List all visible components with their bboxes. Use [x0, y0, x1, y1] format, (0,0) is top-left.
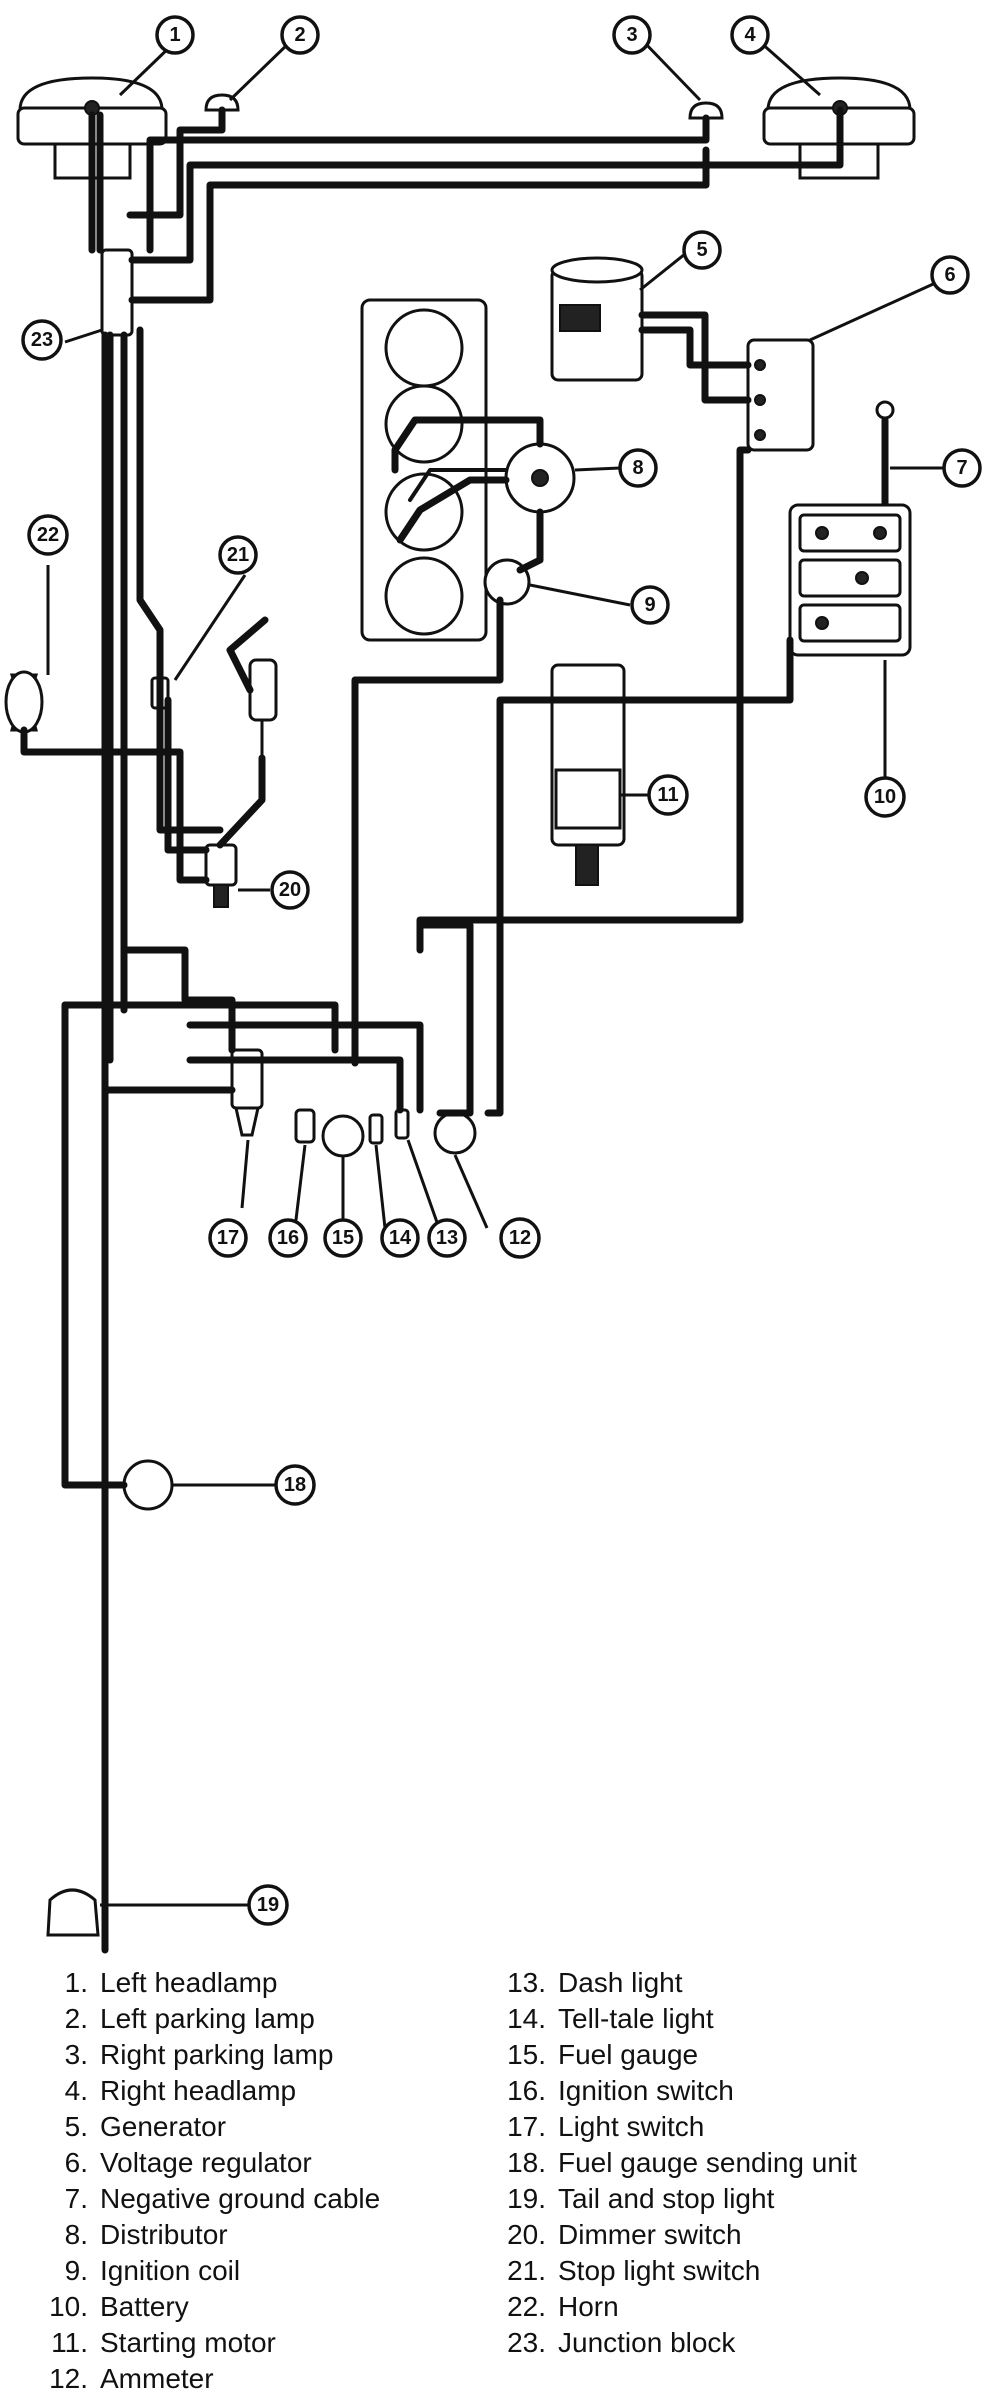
svg-text:15: 15 [332, 1227, 354, 1249]
legend-item: 4.Right headlamp [64, 2075, 297, 2106]
callout-18: 18 [274, 1464, 316, 1506]
legend-item: 2.Left parking lamp [64, 2003, 315, 2034]
legend-item: 10.Battery [49, 2291, 189, 2322]
instrument-panel [360, 298, 488, 642]
dimmer-switch-part [204, 843, 238, 908]
legend-right-column: 13.Dash light 14.Tell-tale light 15.Fuel… [498, 1965, 857, 2361]
legend-item: 22.Horn [507, 2291, 619, 2322]
leader-lines [46, 38, 950, 1907]
legend-item: 19.Tail and stop light [507, 2183, 775, 2214]
svg-text:5: 5 [696, 239, 707, 261]
svg-text:19: 19 [257, 1894, 279, 1916]
legend-item: 8.Distributor [64, 2219, 228, 2250]
tell-tale-light-part [368, 1113, 384, 1145]
callout-11: 11 [647, 774, 689, 816]
svg-text:14: 14 [389, 1227, 412, 1249]
callout-17: 17 [208, 1218, 248, 1258]
battery [788, 503, 912, 657]
svg-text:20: 20 [279, 879, 301, 901]
svg-text:17: 17 [217, 1227, 239, 1249]
svg-text:1: 1 [169, 24, 180, 46]
dash-light-part [394, 1108, 410, 1140]
ammeter-part [433, 1111, 477, 1155]
callout-3: 3 [612, 15, 652, 55]
svg-text:4: 4 [744, 24, 756, 46]
callout-15: 15 [323, 1218, 363, 1258]
callout-21: 21 [218, 535, 258, 575]
svg-text:12: 12 [509, 1227, 531, 1249]
callout-5: 5 [682, 230, 722, 270]
starting-motor [550, 663, 626, 886]
legend: 1.Left headlamp 2.Left parking lamp 3.Ri… [0, 1965, 1000, 2394]
svg-text:22: 22 [37, 524, 59, 546]
voltage-regulator [746, 338, 815, 452]
legend-item: 23.Junction block [507, 2327, 736, 2358]
legend-item: 13.Dash light [507, 1967, 683, 1998]
generator [550, 256, 644, 382]
legend-item: 21.Stop light switch [507, 2255, 761, 2286]
tail-stop-light-part [46, 1888, 100, 1937]
callout-8: 8 [618, 448, 658, 488]
legend-item: 16.Ignition switch [507, 2075, 734, 2106]
fuel-gauge-part [321, 1114, 365, 1158]
legend-item: 17.Light switch [507, 2111, 705, 2142]
svg-text:6: 6 [944, 264, 955, 286]
svg-text:8: 8 [632, 457, 643, 479]
svg-text:13: 13 [436, 1227, 458, 1249]
svg-text:7: 7 [956, 457, 967, 479]
callout-2: 2 [280, 15, 320, 55]
light-switch-part [230, 1048, 264, 1137]
callout-22: 22 [27, 514, 69, 556]
svg-text:11: 11 [657, 784, 678, 806]
ignition-switch-part [294, 1108, 316, 1144]
svg-text:21: 21 [227, 544, 249, 566]
legend-item: 6.Voltage regulator [64, 2147, 312, 2178]
legend-item: 1.Left headlamp [64, 1967, 278, 1998]
svg-text:2: 2 [294, 24, 305, 46]
legend-left-column: 1.Left headlamp 2.Left parking lamp 3.Ri… [40, 1965, 380, 2397]
fuel-gauge-sending-unit-part [122, 1459, 174, 1511]
legend-item: 14.Tell-tale light [507, 2003, 714, 2034]
distributor [504, 442, 576, 514]
legend-item: 15.Fuel gauge [507, 2039, 699, 2070]
svg-text:18: 18 [284, 1474, 306, 1496]
legend-item: 18.Fuel gauge sending unit [507, 2147, 857, 2178]
callout-23: 23 [21, 319, 63, 361]
callout-19: 19 [247, 1884, 289, 1926]
callout-16: 16 [268, 1218, 308, 1258]
callout-7: 7 [942, 448, 982, 488]
right-parking-lamp [688, 101, 724, 120]
callout-1: 1 [155, 15, 195, 55]
legend-item: 11.Starting motor [51, 2327, 276, 2358]
callout-12: 12 [499, 1217, 541, 1259]
legend-item: 20.Dimmer switch [507, 2219, 742, 2250]
svg-text:3: 3 [626, 24, 637, 46]
callout-10: 10 [864, 776, 906, 818]
callout-4: 4 [730, 15, 770, 55]
svg-text:23: 23 [31, 329, 53, 351]
junction-block [100, 248, 134, 337]
svg-text:10: 10 [874, 786, 896, 808]
wiring-diagram: 1 2 3 4 5 6 7 8 9 10 11 12 13 14 15 16 1… [4, 15, 982, 1954]
legend-item: 12.Ammeter [49, 2363, 214, 2394]
svg-text:16: 16 [277, 1227, 299, 1249]
callout-6: 6 [930, 255, 970, 295]
legend-item: 9.Ignition coil [64, 2255, 241, 2286]
callout-20: 20 [270, 870, 310, 910]
legend-item: 3.Right parking lamp [64, 2039, 334, 2070]
legend-item: 5.Generator [64, 2111, 227, 2142]
svg-text:9: 9 [644, 594, 655, 616]
wiring-harness [20, 106, 844, 1954]
callout-9: 9 [630, 585, 670, 625]
callout-13: 13 [427, 1218, 467, 1258]
callout-14: 14 [380, 1218, 420, 1258]
horn [4, 670, 44, 734]
legend-item: 7.Negative ground cable [64, 2183, 381, 2214]
